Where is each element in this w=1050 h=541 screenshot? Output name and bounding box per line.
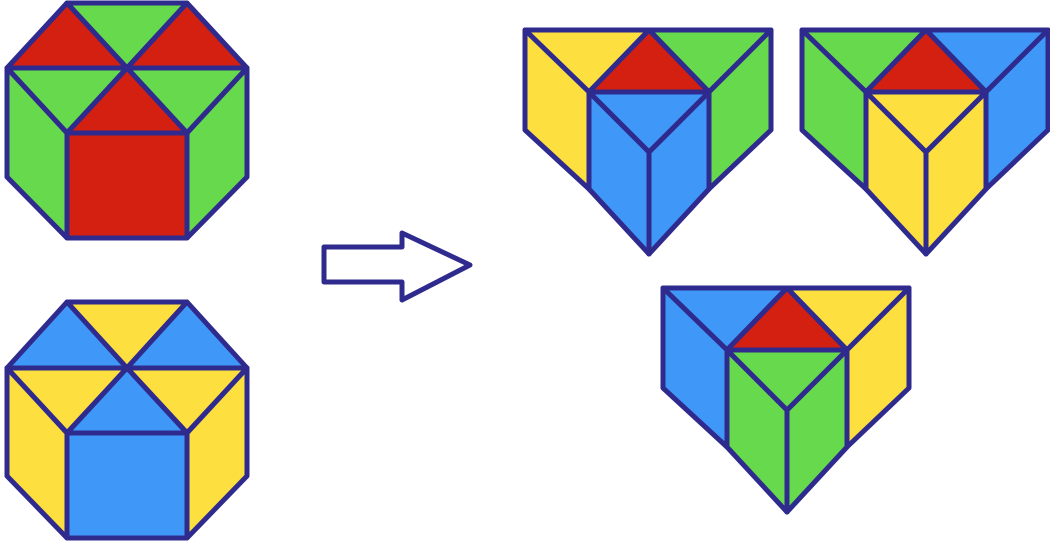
source-octagon-blue-yellow [4, 299, 250, 541]
front-top [586, 89, 712, 155]
source-octagon-red-green [4, 0, 250, 241]
front-top [724, 347, 850, 413]
right-arrow-icon [321, 230, 473, 303]
result-shape-2 [799, 27, 1050, 257]
result-shape-3 [660, 285, 912, 515]
result-shape-1 [522, 27, 774, 257]
front-square [64, 430, 190, 541]
front-top [863, 89, 989, 155]
front-square [64, 130, 190, 241]
